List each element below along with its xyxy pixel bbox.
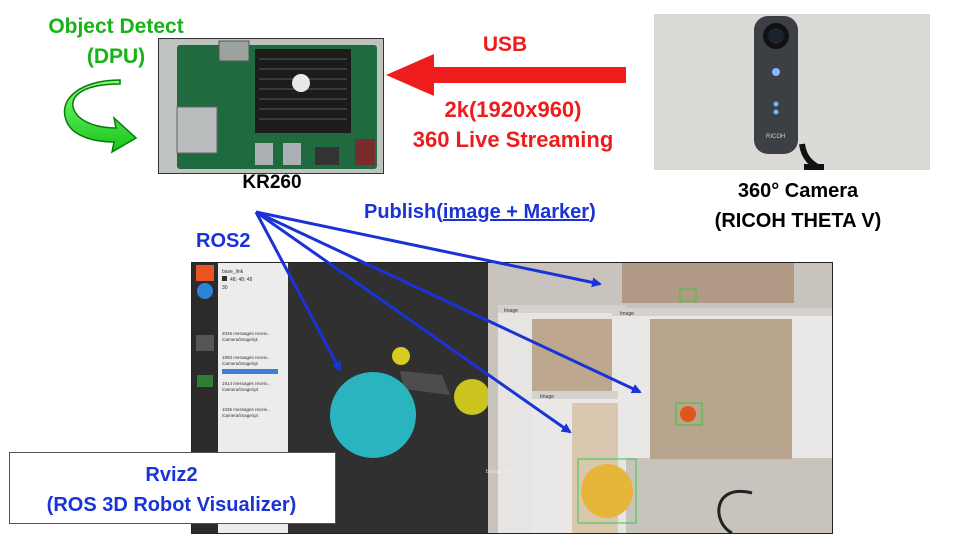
rviz-caption: Rviz2 (ROS 3D Robot Visualizer) [9, 460, 334, 520]
image-window-title-2: Image [620, 311, 634, 317]
rviz-caption-box [9, 452, 336, 524]
publish-label: Publish(image + Marker) [364, 201, 596, 224]
arrow-to-top-image [255, 210, 602, 288]
object-detect-line1: Object Detect [48, 15, 184, 38]
panel-color: 48; 48; 48 [230, 277, 252, 283]
stream-resolution: 2k(1920x960) [444, 97, 582, 122]
topic-name-1: /camera/image/q1 [222, 337, 259, 342]
arrow-to-front-image [255, 210, 642, 394]
kr260-board-photo [158, 38, 384, 174]
image-window-title-3: Image [540, 394, 554, 400]
publish-suffix: ) [589, 201, 596, 223]
usb-label: USB [482, 33, 528, 56]
camera-photo: RICOH [654, 14, 930, 170]
topic-count-3: 1914 messages receiv... [222, 381, 270, 386]
image-window-title-1: Image [504, 308, 518, 314]
kr260-board-illustration [159, 39, 383, 173]
camera-label: 360° Camera (RICOH THETA V) [688, 176, 908, 236]
object-detect-line2: (DPU) [86, 45, 146, 68]
camera-label-line2: (RICOH THETA V) [714, 210, 882, 232]
arrow-to-rviz [254, 211, 342, 372]
camera-brand-text: RICOH [766, 134, 785, 140]
stream-label: 2k(1920x960) 360 Live Streaming [378, 95, 648, 155]
rviz-caption-line2: (ROS 3D Robot Visualizer) [46, 494, 297, 516]
rviz-caption-line1: Rviz2 [145, 464, 198, 486]
camera-label-line1: 360° Camera [737, 180, 859, 202]
topic-name-3: /camera/image/q3 [222, 387, 259, 392]
camera-illustration: RICOH [654, 14, 930, 170]
topic-name-2: /camera/image/q2 [222, 361, 259, 366]
screenshot-illustration: base_link 48; 48; 48 30 2046 messages re… [192, 263, 832, 533]
panel-title: base_link [222, 269, 244, 275]
object-detect-label: Object Detect (DPU) [26, 12, 206, 72]
loop-arrow-icon [63, 79, 138, 154]
topic-count-1: 2046 messages receiv... [222, 331, 270, 336]
terminal-text: b/aarch6 [486, 469, 510, 475]
arrow-to-bottom-image [255, 210, 572, 434]
publish-underlined: image + Marker [442, 201, 590, 223]
stream-description: 360 Live Streaming [412, 127, 614, 152]
topic-count-2: 1993 messages receiv... [222, 355, 270, 360]
panel-value: 30 [222, 285, 228, 291]
kr260-label: KR260 [242, 172, 302, 193]
usb-arrow-icon [386, 54, 626, 96]
topic-name-4: /camera/image/q4 [222, 413, 259, 418]
topic-count-4: 1036 messages receiv... [222, 407, 270, 412]
publish-prefix: Publish( [364, 201, 443, 223]
ros2-label: ROS2 [196, 230, 251, 252]
